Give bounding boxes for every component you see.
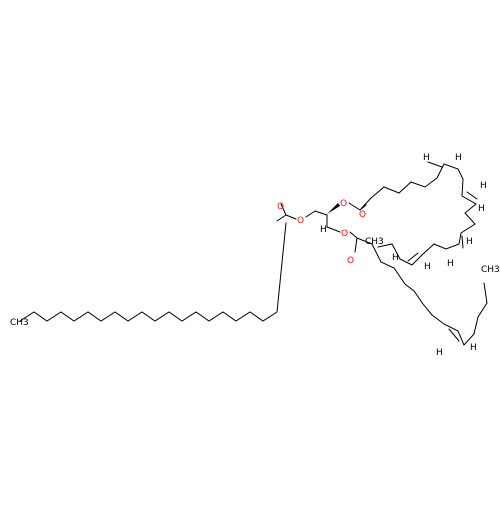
double-bond-1 xyxy=(427,161,443,168)
bond-c1-o-ether xyxy=(285,214,297,220)
atom-label-o-ester1-ether: O xyxy=(297,216,304,226)
atom-label-o-ester1-carbonyl: O xyxy=(277,202,284,212)
atom-labels: CH3 O O H O O O O CH3 CH3 H H H H H H H … xyxy=(10,153,500,358)
bond-c1-o-double-a xyxy=(280,203,287,216)
bond-c2-chain xyxy=(359,197,372,211)
double-bond-3 xyxy=(461,235,464,249)
bond-o2-c2carbonyl xyxy=(348,202,361,211)
atom-label-h-dbl2-a: H xyxy=(480,181,487,191)
atom-label-h-dbl1-b: H xyxy=(455,153,462,163)
atom-label-h-dbl4-a: H xyxy=(392,253,399,263)
double-bond-4 xyxy=(407,252,419,262)
atom-label-methyl-top-right: CH3 xyxy=(365,237,384,247)
bond-ether-ch2 xyxy=(305,210,316,218)
double-bond-5 xyxy=(448,328,460,342)
atom-label-methyl-far-right: CH3 xyxy=(481,265,500,275)
left-saturated-acyl-chain xyxy=(19,222,287,322)
bond-c3-o xyxy=(354,237,358,253)
bond-ch2b-o3 xyxy=(326,226,341,233)
glycerol-backbone xyxy=(276,197,373,253)
atom-label-h-dbl5-a: H xyxy=(436,348,443,358)
atom-label-h-dbl1-a: H xyxy=(423,153,430,163)
bond-c1-carbonyl xyxy=(276,214,287,222)
atom-label-o-ester3-carbonyl: O xyxy=(347,256,354,266)
stereo-wedge-bond xyxy=(327,203,340,214)
atom-label-h-dbl5-b: H xyxy=(470,343,477,353)
atom-label-chiral-h: H xyxy=(320,225,327,235)
atom-label-o-ester3-ether: O xyxy=(341,229,348,239)
atom-label-h-dbl3-b: H xyxy=(447,259,454,269)
atom-label-o-ester2-carbonyl: O xyxy=(359,210,366,220)
bond-c3-chain xyxy=(356,237,373,245)
atom-label-h-dbl3-a: H xyxy=(466,237,473,247)
atom-label-h-dbl4-b: H xyxy=(424,262,431,272)
atom-label-o-ester2-ether: O xyxy=(340,199,347,209)
lower-right-monounsaturated-chain xyxy=(371,243,488,346)
atom-label-methyl-left: CH3 xyxy=(10,318,29,328)
top-right-polyunsaturated-chain xyxy=(370,161,478,266)
bond-o3-c3carbonyl xyxy=(349,231,358,239)
atom-label-h-dbl2-b: H xyxy=(478,204,485,214)
bond-ch2-ch xyxy=(314,210,328,216)
double-bond-2 xyxy=(466,191,478,200)
